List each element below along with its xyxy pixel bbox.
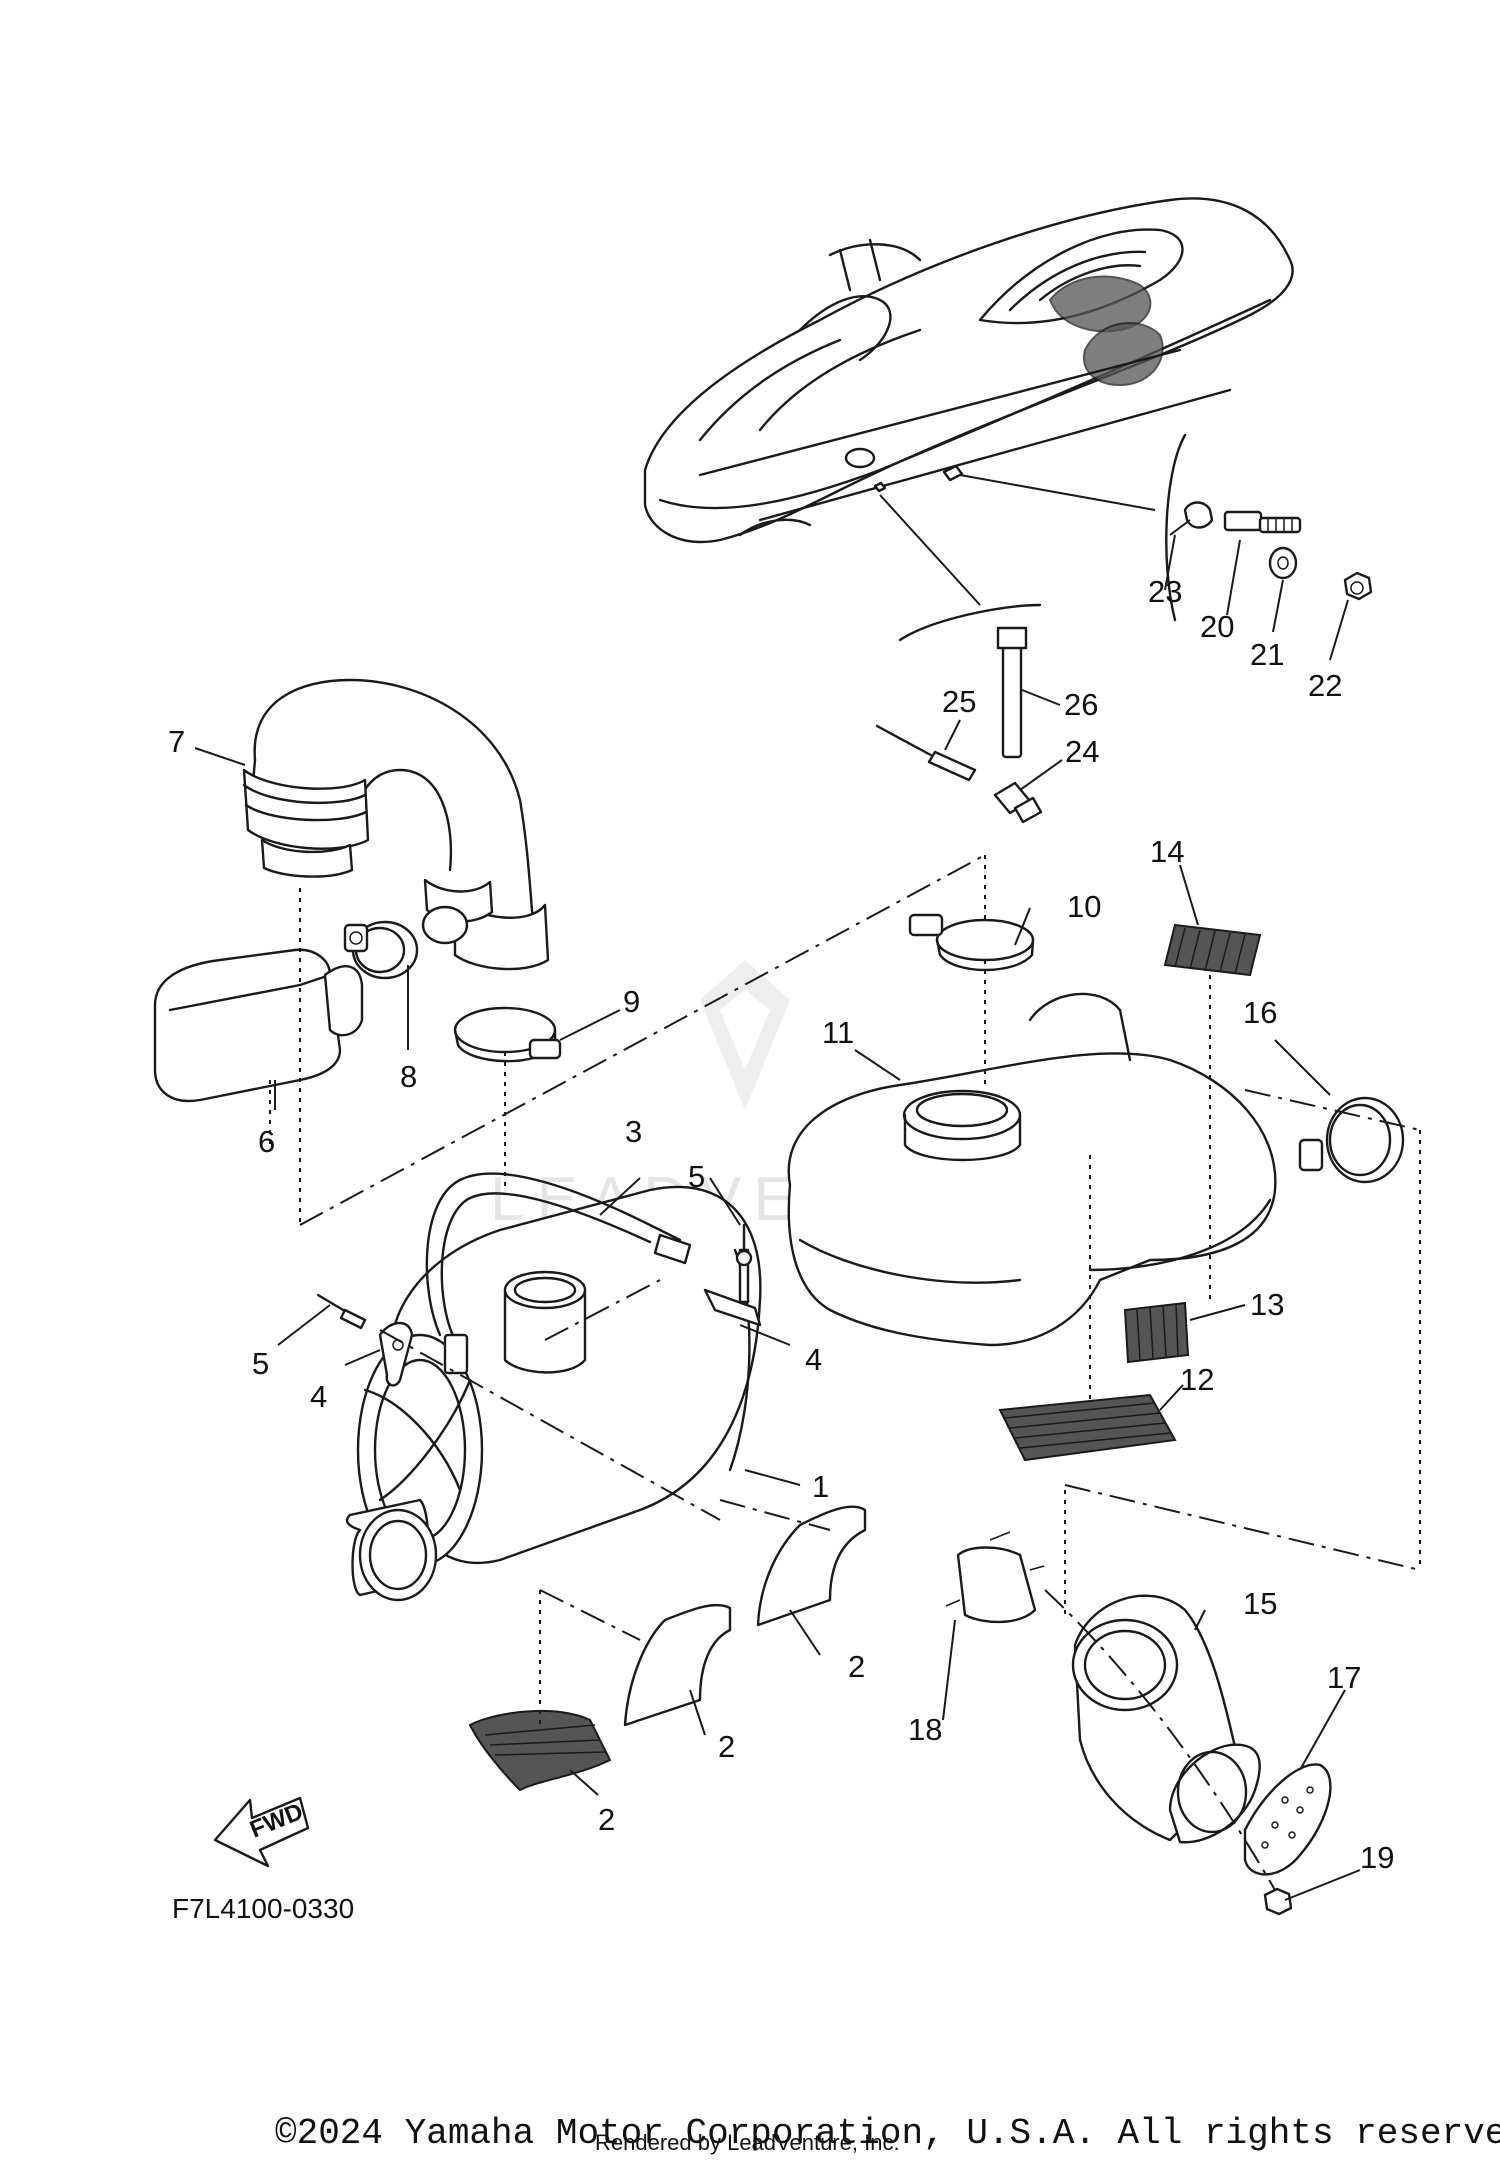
- callout-26: 26: [1064, 687, 1098, 722]
- watercraft-outline: [643, 197, 1294, 544]
- callout-19: 19: [1360, 1840, 1394, 1875]
- craft-leaders: [873, 433, 1187, 642]
- fwd-arrow-icon: FWD: [213, 1796, 310, 1868]
- callout-12: 12: [1180, 1362, 1214, 1397]
- callout-18: 18: [908, 1712, 942, 1747]
- ties-24-26: [875, 626, 1043, 824]
- bracket-4-right: [703, 1223, 762, 1327]
- part-20-fitting: [1223, 510, 1263, 532]
- callout-2: 2: [718, 1729, 735, 1764]
- part-25-pin: [875, 724, 942, 762]
- fitting-assembly-20-23: [1183, 501, 1373, 601]
- callout-22: 22: [1308, 668, 1342, 703]
- clamp-10: [908, 913, 1035, 972]
- diagram-code: F7L4100-0330: [172, 1893, 354, 1924]
- callout-7: 7: [168, 724, 185, 759]
- air-box-6: [153, 948, 364, 1103]
- water-lock-11: [787, 992, 1277, 1347]
- strap-3: [425, 1172, 692, 1375]
- callout-23: 23: [1148, 574, 1182, 609]
- callout-numbers: 1 2 2 2 3 4 4 5 5 6 7 8 9 10 11 12 13 14…: [168, 574, 1394, 1875]
- callout-9: 9: [623, 984, 640, 1019]
- callout-13: 13: [1250, 1287, 1284, 1322]
- callout-15: 15: [1243, 1586, 1277, 1621]
- rendered-by: Rendered by LeadVenture, Inc.: [595, 2130, 900, 2155]
- part-26-cable-tie: [1001, 635, 1023, 759]
- callout-4: 4: [310, 1379, 327, 1414]
- callout-6: 6: [258, 1124, 275, 1159]
- copyright-notice: ©2024 Yamaha Motor Corporation, U.S.A. A…: [275, 2113, 1500, 2154]
- leader-lines: [194, 519, 1361, 1901]
- callout-3: 3: [625, 1114, 642, 1149]
- callout-11: 11: [822, 1015, 854, 1050]
- callout-24: 24: [1065, 734, 1099, 769]
- callout-5: 5: [688, 1159, 705, 1194]
- callout-17: 17: [1327, 1660, 1361, 1695]
- callout-5: 5: [252, 1346, 269, 1381]
- callout-25: 25: [942, 684, 976, 719]
- clamp-16: [1298, 1096, 1405, 1184]
- callout-2: 2: [848, 1649, 865, 1684]
- part-22-nut: [1343, 571, 1373, 601]
- part-23-clip: [1183, 501, 1214, 529]
- callout-21: 21: [1250, 637, 1284, 672]
- heat-shields-2: [468, 1505, 867, 1792]
- callout-2: 2: [598, 1802, 615, 1837]
- callout-16: 16: [1243, 995, 1277, 1030]
- assembly-lines: [269, 854, 1421, 1891]
- callout-8: 8: [400, 1059, 417, 1094]
- pads-12-14: [998, 923, 1262, 1462]
- callout-1: 1: [812, 1469, 829, 1504]
- duct-7: [242, 678, 550, 971]
- callout-14: 14: [1150, 834, 1184, 869]
- callout-10: 10: [1067, 889, 1101, 924]
- silencer-1: [345, 1185, 762, 1602]
- part-21-washer: [1268, 546, 1298, 580]
- clamp-8: [343, 920, 419, 980]
- bracket-4-left: [316, 1293, 414, 1387]
- clamp-9: [453, 1006, 562, 1063]
- callout-4: 4: [805, 1342, 822, 1377]
- callout-20: 20: [1200, 609, 1234, 644]
